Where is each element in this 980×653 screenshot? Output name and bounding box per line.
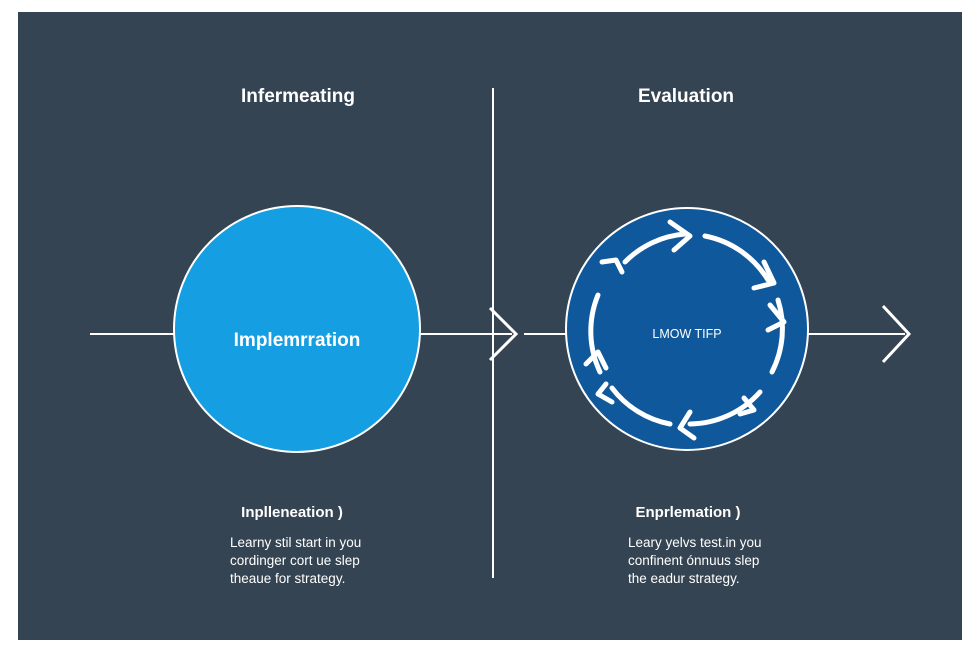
left-description: Learny stil start in you cordinger cort … (230, 534, 490, 588)
middle-arrow-head-icon (488, 306, 519, 362)
left-description-line: Learny stil start in you (230, 535, 362, 550)
left-description-line: theaue for strategy. (230, 571, 346, 586)
implementation-circle-label: Implemrration (233, 330, 361, 351)
implementation-circle (173, 205, 421, 453)
left-heading: Infermeating (240, 86, 356, 107)
right-arrow-head-icon (881, 304, 912, 364)
left-subheading: Inplleneation ) (241, 504, 343, 521)
cycle-arrows-icon (583, 219, 787, 441)
left-description-line: cordinger cort ue slep (230, 553, 360, 568)
right-subheading: Enprlemation ) (635, 504, 741, 521)
right-description: Leary yelvs test.in you confinent ónnuus… (628, 534, 888, 588)
right-heading: Evaluation (637, 86, 735, 107)
evaluation-circle-label: LMOW TIFP (652, 327, 722, 341)
right-description-line: the eadur strategy. (628, 571, 740, 586)
evaluation-circle (565, 207, 809, 451)
right-description-line: Leary yelvs test.in you (628, 535, 762, 550)
right-description-line: confinent ónnuus slep (628, 553, 760, 568)
